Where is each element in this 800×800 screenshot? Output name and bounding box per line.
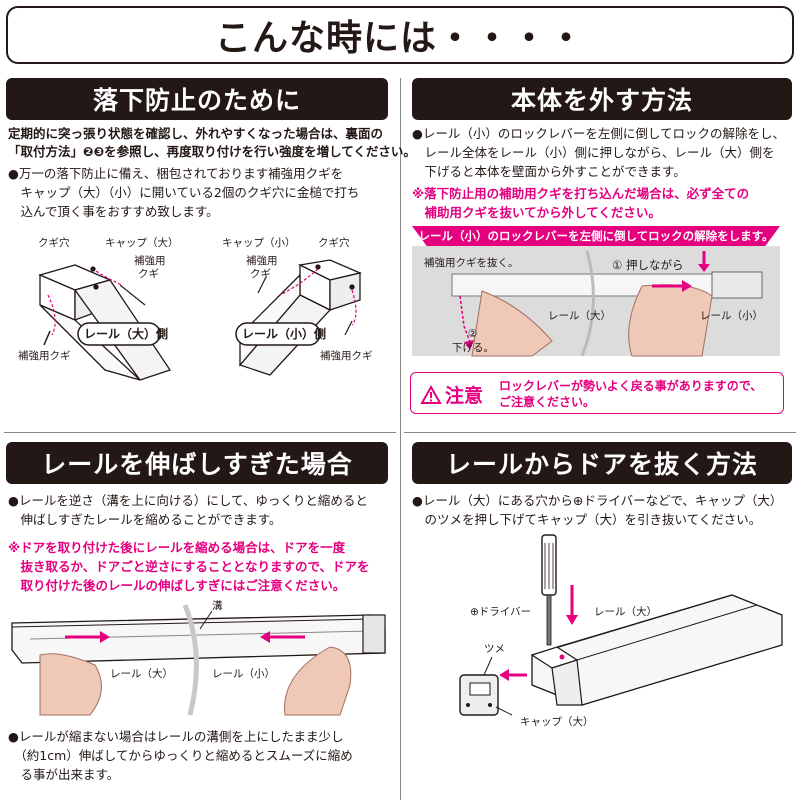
arrow-right-icon — [100, 631, 110, 643]
door-bullet-line-2: のツメを押し下げてキャップ（大）を引き抜いてください。 — [412, 512, 762, 527]
page-title: こんな時には・・・・ — [6, 6, 794, 64]
label-remove-rail-large: レール（大） — [548, 310, 611, 322]
extend-bullet-line-1: ●レールを逆さ（溝を上に向ける）にして、ゆっくりと縮めると — [8, 493, 368, 508]
fall-bullet-line-3: 込んで頂く事をおすすめ致します。 — [8, 204, 219, 219]
label-pull-nail: 補強用クギを抜く。 — [424, 257, 519, 269]
door-bullet-line-1: ●レール（大）にある穴から⊕ドライバーなどで、キャップ（大） — [412, 493, 783, 508]
remove-bullet-line-1: ●レール（小）のロックレバーを左側に倒してロックの解除をし、 — [412, 126, 786, 141]
label-step2: ② — [468, 328, 478, 340]
label-lower: 下げる。 — [452, 342, 494, 354]
fall-bullet-line-1: ●万一の落下防止に備え、梱包されております補強用クギを — [8, 166, 344, 181]
label-kugi-ana-left: クギ穴 — [38, 237, 70, 249]
remove-bullet-line-2: レール全体をレール（小）側に押しながら、レール（大）側を — [412, 145, 775, 160]
unlock-instruction-banner: レール（小）のロックレバーを左側に倒してロックの解除をします。 — [412, 226, 780, 246]
fall-intro-line-1: 定期的に突っ張り状態を確認し、外れやすくなった場合は、裏面の — [8, 126, 384, 141]
door-removal-illustration — [459, 534, 783, 716]
caution-line-2: ご注意ください。 — [499, 395, 596, 409]
section-heading-remove-door: レールからドアを抜く方法 — [412, 442, 792, 484]
label-hokyo-kugi-2a: 補強用 — [246, 255, 278, 267]
fall-bullet-line-2: キャップ（大）（小）に開いている2個のクギ穴に金槌で打ち — [8, 185, 360, 200]
arrow-right-icon — [682, 280, 692, 292]
label-door-rail-large: レール（大） — [594, 606, 657, 618]
label-remove-rail-small: レール（小） — [700, 310, 763, 322]
label-hokyo-kugi-bottom-left: 補強用クギ — [18, 350, 71, 362]
label-extend-rail-large: レール（大） — [110, 668, 173, 680]
extend-bottom-line-2: （約1cm）伸ばしてからゆっくりと縮めるとスムーズに縮め — [8, 748, 353, 763]
extend-bullet-line-2: 伸ばしすぎたレールを縮めることができます。 — [8, 512, 282, 527]
warning-triangle-icon — [420, 384, 442, 404]
section-heading-remove-body: 本体を外す方法 — [412, 78, 792, 120]
arrow-left-icon — [260, 631, 270, 643]
label-rail-large-side: レール（大）側 — [84, 327, 169, 341]
extend-bottom-line-1: ●レールが縮まない場合はレールの溝側を上にしたまま少し — [8, 729, 344, 744]
arrow-down-icon — [464, 340, 474, 350]
column-divider — [400, 78, 401, 800]
remove-bullet-line-3: 下げると本体を壁面から外すことができます。 — [412, 164, 686, 179]
extend-illustration — [11, 604, 386, 716]
label-door-cap-large: キャップ（大） — [520, 716, 594, 728]
extend-note-line-2: 抜き取るか、ドアごと逆さにすることとなりますので、ドアを — [8, 559, 370, 574]
label-driver: ⊕ドライバー — [470, 606, 532, 618]
extend-note-line-1: ※ドアを取り付けた後にレールを縮める場合は、ドアを一度 — [8, 540, 346, 555]
arrow-down-icon — [566, 615, 578, 625]
label-cap-small: キャップ（小） — [222, 237, 296, 249]
label-rail-small-side: レール（小）側 — [242, 327, 327, 341]
cap-nail-illustration — [38, 259, 363, 381]
label-extend-rail-small: レール（小） — [212, 668, 275, 680]
label-cap-large: キャップ（大） — [105, 237, 179, 249]
label-kugi-ana-right: クギ穴 — [318, 237, 350, 249]
remove-note-line-1: ※落下防止用の補助用クギを打ち込んだ場合は、必ず全ての — [412, 186, 750, 201]
remove-note-line-2: 補助用クギを抜いてから外してください。 — [412, 205, 661, 220]
caution-title: 注意 — [445, 385, 484, 407]
label-step1-push: ① 押しながら — [612, 258, 684, 272]
section-heading-fall-prevention: 落下防止のために — [6, 78, 388, 120]
section-heading-over-extended: レールを伸ばしすぎた場合 — [6, 442, 388, 484]
label-hokyo-kugi-1a: 補強用 — [134, 255, 166, 267]
label-hokyo-kugi-2b: クギ — [250, 268, 271, 280]
remove-photo-area — [412, 246, 780, 356]
extend-note-line-3: 取り付けた後のレールの伸ばしすぎにはご注意ください。 — [8, 578, 346, 593]
remove-illustration — [451, 250, 763, 357]
row-divider-left — [4, 432, 396, 433]
label-tsume: ツメ — [484, 643, 505, 655]
row-divider-right — [404, 432, 796, 433]
caution-line-1: ロックレバーが勢いよく戻る事がありますので、 — [499, 379, 763, 393]
arrow-left-icon — [499, 669, 509, 681]
label-hokyo-kugi-1b: クギ — [138, 268, 159, 280]
fall-intro-line-2: 「取付方法」❷❸を参照し、再度取り付けを行い強度を増してください。 — [8, 144, 416, 159]
extend-bottom-line-3: る事が出来ます。 — [8, 767, 120, 782]
caution-box: 注意 ロックレバーが勢いよく戻る事がありますので、 ご注意ください。 — [410, 372, 784, 414]
label-hokyo-kugi-bottom-right: 補強用クギ — [320, 350, 373, 362]
label-groove: 溝 — [212, 600, 223, 612]
